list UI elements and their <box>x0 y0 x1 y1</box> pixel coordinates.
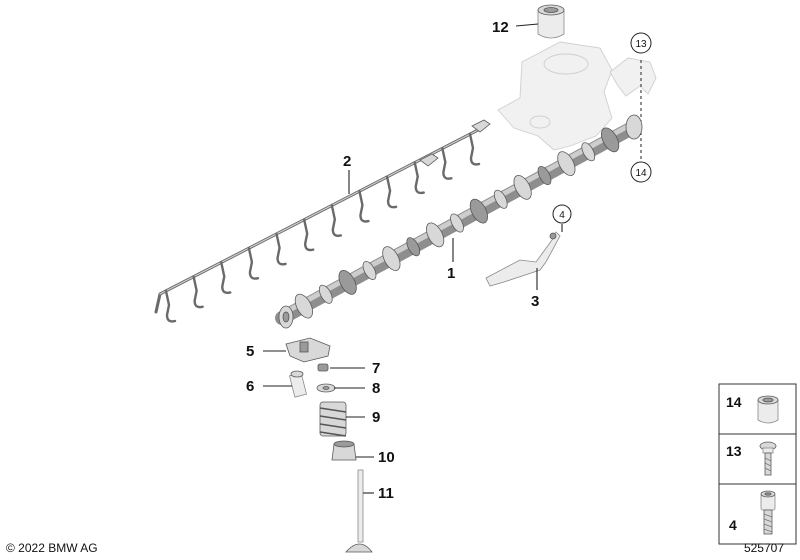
guide-rail-3[interactable] <box>485 231 561 287</box>
spray-tube <box>413 161 425 195</box>
callout-5[interactable]: 5 <box>246 343 254 360</box>
bearing-bracket <box>497 41 613 151</box>
callout-1[interactable]: 1 <box>447 265 455 282</box>
spray-tube <box>220 261 232 295</box>
cam-lobe <box>338 270 357 295</box>
callout-circle-4[interactable]: 4 <box>552 204 572 224</box>
cam-lobe <box>450 213 464 233</box>
bearing-cap-12[interactable] <box>537 4 565 39</box>
spray-tube <box>275 232 287 266</box>
legend-label-13: 13 <box>726 443 742 459</box>
callouts: 12 2 1 3 5 6 7 8 9 10 11 13 14 4 <box>246 19 652 502</box>
callout-8[interactable]: 8 <box>372 380 380 397</box>
cam-lobe <box>469 198 488 224</box>
callout-10[interactable]: 10 <box>378 449 395 466</box>
callout-circle-14[interactable]: 14 <box>630 161 652 183</box>
spray-rail[interactable] <box>154 119 491 323</box>
cam-lobe <box>406 237 421 257</box>
svg-text:14: 14 <box>635 168 647 179</box>
spray-tube <box>385 175 398 209</box>
spray-tube <box>330 204 343 237</box>
cam-lobe <box>426 222 445 248</box>
legend-bushing-icon <box>757 395 779 424</box>
spray-tube <box>164 289 177 323</box>
valve-keeper-7[interactable] <box>317 363 329 372</box>
valve-11[interactable] <box>345 469 373 553</box>
cam-lobe <box>601 127 620 153</box>
callout-3[interactable]: 3 <box>531 293 539 310</box>
spray-tube <box>441 147 453 180</box>
cam-lobe <box>318 284 333 304</box>
svg-text:13: 13 <box>635 39 647 50</box>
callout-2[interactable]: 2 <box>343 153 351 170</box>
callout-6[interactable]: 6 <box>246 378 254 395</box>
clip-13[interactable] <box>609 57 657 97</box>
spray-tube <box>358 189 370 223</box>
legend-label-14: 14 <box>726 394 742 410</box>
spray-tube <box>468 132 481 166</box>
spray-tube <box>247 246 260 280</box>
legend-bolt-4-icon <box>760 490 776 535</box>
camshaft[interactable] <box>275 114 643 329</box>
cam-lobe <box>581 142 596 162</box>
spray-tube <box>192 275 204 309</box>
cam-lobe <box>294 293 313 319</box>
callout-circle-13[interactable]: 13 <box>630 32 652 54</box>
callout-7[interactable]: 7 <box>372 360 380 377</box>
rocker-arm-5[interactable] <box>285 337 331 363</box>
svg-text:4: 4 <box>559 210 565 221</box>
valve-stem-seal-10[interactable] <box>331 440 357 461</box>
lash-adjuster-6[interactable] <box>289 370 307 398</box>
copyright-text: © 2022 BMW AG <box>6 541 98 555</box>
parts-legend: 14 13 4 <box>718 383 797 545</box>
valve-spring-9[interactable] <box>319 401 347 437</box>
spray-tube <box>302 218 315 252</box>
callout-11[interactable]: 11 <box>378 485 394 502</box>
cam-lobe <box>382 246 401 271</box>
cam-lobe <box>557 151 576 176</box>
cam-lobe <box>537 165 552 186</box>
leader-lines <box>263 23 563 494</box>
cam-lobe <box>513 175 532 200</box>
callout-9[interactable]: 9 <box>372 409 380 426</box>
document-number: 525707 <box>743 541 784 555</box>
legend-label-4: 4 <box>729 517 737 533</box>
legend-bolt-13-icon <box>759 441 777 476</box>
spring-retainer-8[interactable] <box>316 383 336 393</box>
callout-12[interactable]: 12 <box>492 19 509 36</box>
cam-lobe <box>493 189 508 209</box>
cam-lobe <box>362 260 377 281</box>
